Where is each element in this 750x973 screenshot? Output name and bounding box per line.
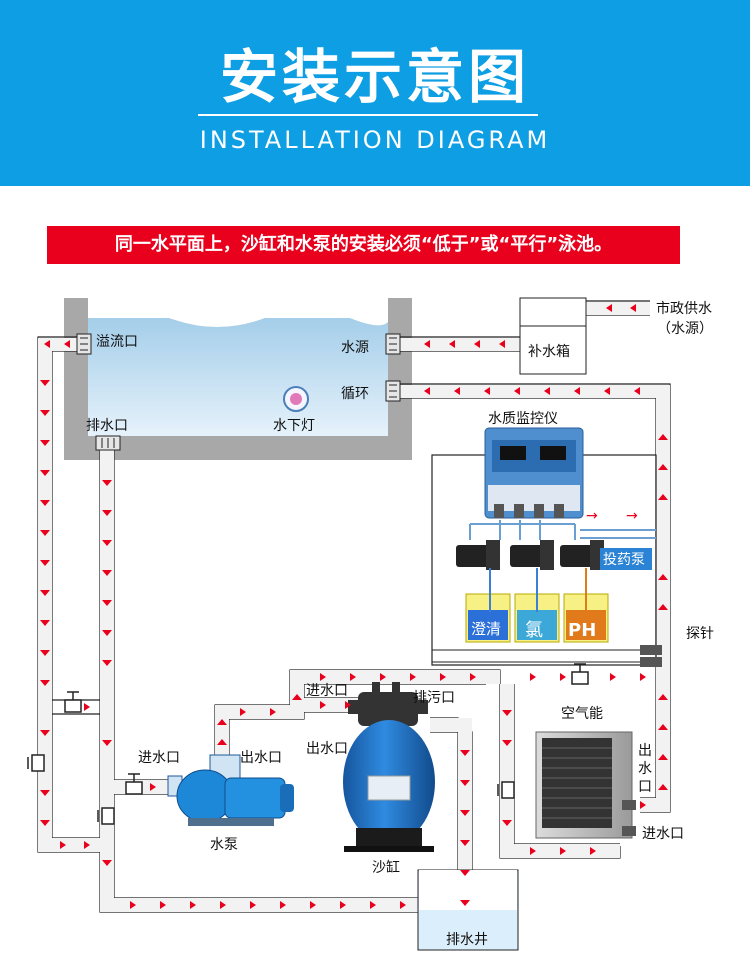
installation-diagram: → →	[27, 297, 714, 951]
label-pump-inlet: 进水口	[138, 750, 180, 766]
label-filter-outlet: 出水口	[306, 741, 348, 757]
swimming-pool	[64, 298, 412, 460]
signal-arrow-2: →	[626, 508, 638, 524]
valve-left-side	[27, 754, 45, 772]
valve-left-top	[64, 691, 82, 713]
label-tank-clarifier: 澄清	[471, 620, 501, 638]
label-heat-pump: 空气能	[561, 706, 603, 722]
water-pump	[167, 754, 294, 826]
label-tank-ph: PH	[568, 620, 596, 641]
label-sand-filter: 沙缸	[372, 859, 400, 876]
drain-well	[417, 869, 519, 951]
label-makeup-tank: 补水箱	[528, 344, 570, 360]
valve-pump-inlet	[125, 773, 143, 795]
label-probe: 探针	[686, 626, 714, 642]
overflow-fitting	[76, 333, 92, 355]
label-pump-outlet: 出水口	[240, 750, 282, 766]
chemical-tanks	[465, 568, 609, 643]
label-hp-outlet-1: 出	[638, 743, 652, 759]
label-water-source: 水源	[341, 340, 369, 356]
label-drain-well: 排水井	[446, 932, 488, 948]
label-overflow: 溢流口	[96, 334, 138, 350]
drain-fitting	[95, 435, 121, 451]
label-water-source-paren: （水源）	[657, 321, 713, 337]
dosing-pump-label-bg	[600, 548, 652, 570]
valve-bottom-left	[97, 807, 115, 825]
monitor-signal-lines	[469, 520, 656, 540]
title-divider	[198, 114, 538, 116]
page-title: 安装示意图	[219, 43, 530, 111]
sand-filter	[343, 682, 435, 852]
underwater-light-icon	[283, 386, 309, 412]
signal-arrow-1: →	[586, 508, 598, 524]
valves	[27, 663, 589, 825]
heat-pump	[535, 731, 636, 839]
valve-top-right	[571, 663, 589, 685]
dosing-pumps	[456, 540, 604, 570]
valve-heat-pump	[497, 781, 515, 799]
label-tank-chlorine: 氯	[525, 620, 543, 641]
label-circulation: 循环	[341, 386, 369, 402]
installation-notice: 同一水平面上，沙缸和水泵的安装必须“低于”或“平行”泳池。	[47, 226, 680, 264]
water-source-fitting	[385, 333, 401, 355]
label-hp-outlet-2: 水	[638, 761, 652, 777]
flow-arrows	[40, 304, 668, 909]
page-subtitle: INSTALLATION DIAGRAM	[199, 126, 551, 154]
header-banner: 安装示意图 INSTALLATION DIAGRAM	[0, 0, 750, 186]
label-drain: 排水口	[86, 418, 128, 434]
label-hp-outlet-3: 口	[638, 779, 652, 795]
label-hp-inlet: 进水口	[642, 826, 684, 842]
label-underwater-light: 水下灯	[273, 418, 315, 434]
label-filter-waste: 排污口	[413, 690, 455, 706]
label-municipal-supply: 市政供水	[656, 300, 712, 317]
water-quality-monitor	[431, 427, 657, 666]
label-filter-inlet: 进水口	[306, 683, 348, 699]
probes	[432, 645, 662, 667]
circulation-fitting	[385, 380, 401, 402]
makeup-tank	[519, 297, 587, 375]
pool-water	[88, 308, 388, 436]
label-monitor: 水质监控仪	[488, 411, 558, 427]
label-pump: 水泵	[210, 837, 238, 853]
label-dosing-pump: 投药泵	[603, 552, 645, 568]
